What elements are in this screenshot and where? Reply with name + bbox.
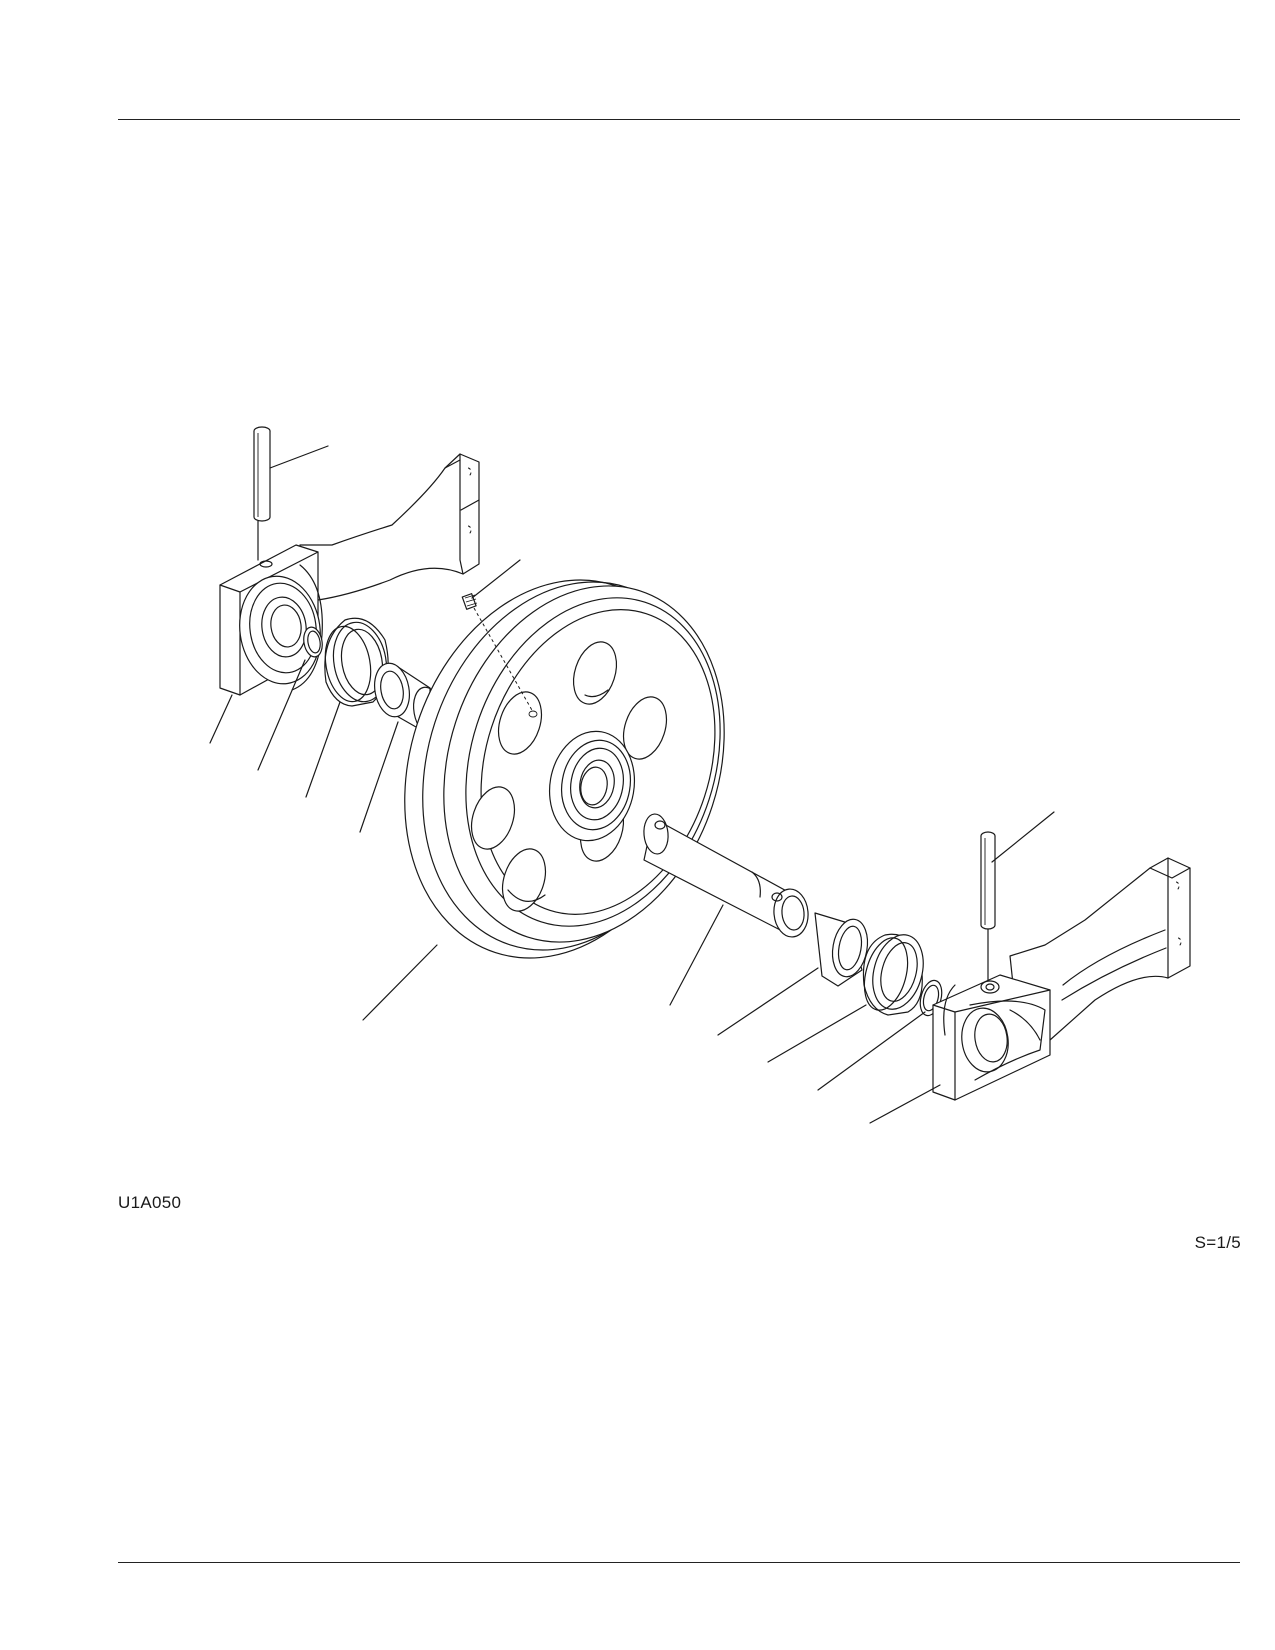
idler-wheel — [404, 579, 725, 959]
figure-id: U1A050 — [118, 1193, 182, 1212]
leader-right-bushing — [717, 967, 819, 1036]
right-bracket — [932, 857, 1191, 1101]
left-bracket — [219, 453, 480, 696]
leader-left-pin — [269, 445, 329, 469]
leader-lines — [209, 445, 1055, 1124]
right-pin — [980, 831, 996, 986]
leader-left-seal — [305, 701, 341, 798]
leader-shaft — [669, 904, 724, 1006]
leader-left-bracket — [209, 694, 233, 744]
left-seal — [324, 617, 389, 707]
leader-plug-screw — [471, 559, 521, 599]
leader-right-pin — [991, 811, 1055, 863]
left-o-ring — [303, 626, 323, 658]
left-pin — [253, 426, 271, 561]
leader-right-bracket — [869, 1084, 941, 1124]
right-bushing — [814, 912, 869, 987]
right-seal — [862, 933, 924, 1016]
leader-left-bushing — [359, 721, 399, 833]
scale-label: S=1/5 — [1194, 1233, 1241, 1252]
leader-right-seal — [767, 1004, 867, 1063]
leader-idler-wheel — [362, 944, 438, 1021]
leader-right-o-ring — [817, 1011, 926, 1091]
leader-left-o-ring — [257, 659, 306, 771]
top-rule — [118, 119, 1240, 120]
shaft — [643, 813, 809, 938]
bottom-rule — [118, 1562, 1240, 1563]
